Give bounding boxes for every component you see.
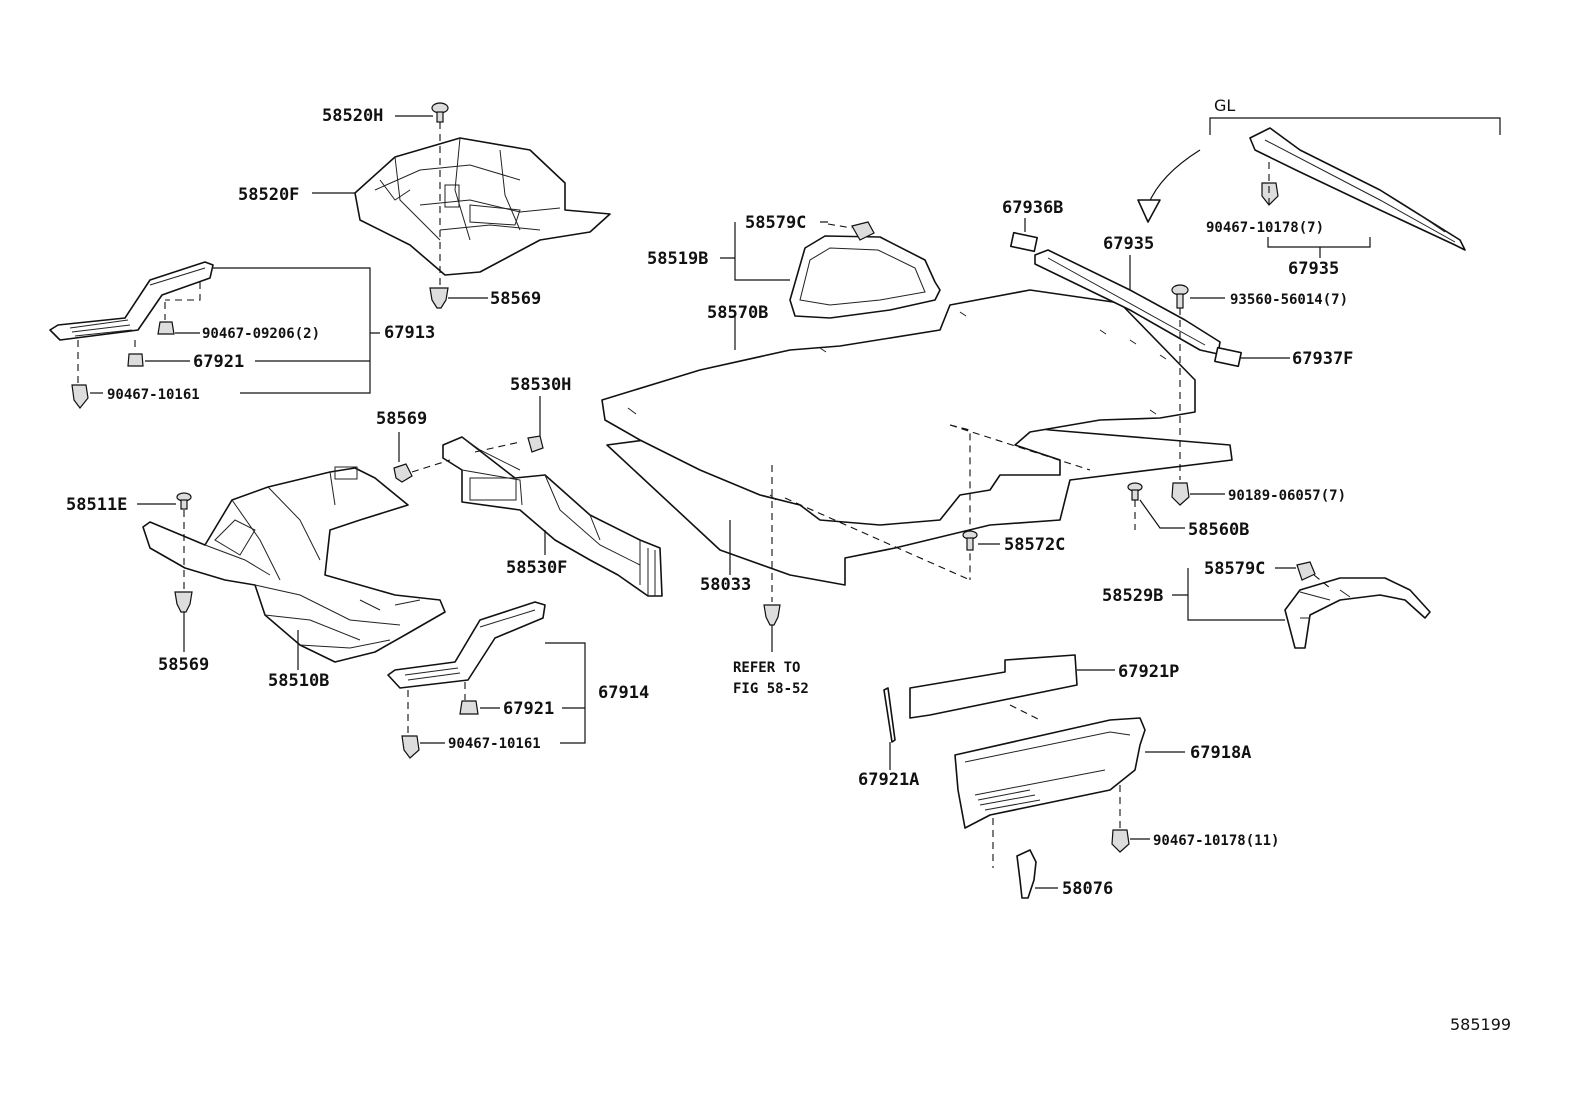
label-67914: 67914 (598, 683, 649, 703)
clip-58511e-icon (176, 492, 192, 510)
clip-refer-icon (763, 604, 781, 626)
floor-mat-58570b (601, 289, 1196, 526)
label-58519b: 58519B (647, 249, 708, 269)
cover-58529b (1284, 577, 1431, 649)
label-67935-right: 67935 (1288, 259, 1339, 279)
pad-67921p (909, 654, 1078, 719)
clip-58572c-icon (962, 530, 978, 551)
label-58510b: 58510B (268, 671, 329, 691)
scuff-plate-67913 (49, 261, 214, 341)
label-90467-10178-7: 90467-10178(7) (1206, 220, 1324, 236)
diagram-number: 585199 (1450, 1015, 1511, 1034)
label-67918a: 67918A (1190, 743, 1251, 763)
screw-93560-56014-icon (1171, 284, 1189, 309)
label-58579c-right: 58579C (1204, 559, 1265, 579)
label-90467-10161-left: 90467-10161 (107, 387, 200, 403)
label-58579c-top: 58579C (745, 213, 806, 233)
label-67921-left: 67921 (193, 352, 244, 372)
label-58520f: 58520F (238, 185, 299, 205)
clip-58520h-icon (431, 102, 449, 123)
label-93560-56014: 93560-56014(7) (1230, 292, 1348, 308)
clip-90467-10161-left-icon (71, 384, 89, 409)
label-67935-center: 67935 (1103, 234, 1154, 254)
label-67913: 67913 (384, 323, 435, 343)
label-67937f: 67937F (1292, 349, 1353, 369)
label-67921p: 67921P (1118, 662, 1179, 682)
strip-67921a-icon (883, 687, 896, 743)
clip-58569-mid-icon (393, 463, 413, 483)
tray-67918a (954, 717, 1146, 829)
bolt-58579c-right-icon (1296, 561, 1316, 581)
clip-90467-10178-7-icon (1261, 182, 1279, 206)
label-58076: 58076 (1062, 879, 1113, 899)
rail-67935-right (1249, 127, 1466, 251)
floor-silencer-58520f (354, 137, 611, 276)
label-90467-09206: 90467-09206(2) (202, 326, 320, 342)
clip-58560b-icon (1127, 482, 1143, 501)
label-58570b: 58570B (707, 303, 768, 323)
clip-58569-bottom-icon (174, 591, 193, 613)
label-gl: GL (1214, 96, 1235, 115)
label-58569-bottom: 58569 (158, 655, 209, 675)
label-58520h: 58520H (322, 106, 383, 126)
clip-90467-09206-icon (157, 321, 175, 335)
label-58529b: 58529B (1102, 586, 1163, 606)
label-90467-10161-mid: 90467-10161 (448, 736, 541, 752)
scuff-plate-67914 (387, 601, 546, 689)
bracket-58076-icon (1016, 849, 1037, 899)
nut-90189-06057-icon (1171, 482, 1190, 506)
floor-silencer-58510b (142, 466, 446, 663)
label-58511e: 58511E (66, 495, 127, 515)
pad-67936b-icon (1010, 231, 1038, 253)
clip-58569-top-icon (429, 287, 449, 309)
gl-bracket (1209, 117, 1501, 135)
clip-90467-10161-mid-icon (401, 735, 420, 759)
label-58572c: 58572C (1004, 535, 1065, 555)
clip-67921-mid-icon (459, 700, 479, 715)
label-58569-mid: 58569 (376, 409, 427, 429)
pad-67937f-icon (1214, 346, 1242, 368)
label-refer-line1: REFER TO (733, 660, 800, 676)
label-58530f: 58530F (506, 558, 567, 578)
clip-90467-10178-11-icon (1111, 829, 1130, 853)
clip-58530h-icon (527, 435, 544, 453)
label-58560b: 58560B (1188, 520, 1249, 540)
clip-67921-left-icon (127, 353, 144, 367)
label-67921a: 67921A (858, 770, 919, 790)
label-refer-line2: FIG 58-52 (733, 681, 809, 697)
label-58530h: 58530H (510, 375, 571, 395)
label-67936b: 67936B (1002, 198, 1063, 218)
label-58569-top: 58569 (490, 289, 541, 309)
bolt-58579c-top-icon (851, 221, 875, 241)
gl-arrow-icon (1137, 199, 1161, 223)
label-90467-10178-11: 90467-10178(11) (1153, 833, 1279, 849)
label-67921-mid: 67921 (503, 699, 554, 719)
label-58033: 58033 (700, 575, 751, 595)
label-90189-06057: 90189-06057(7) (1228, 488, 1346, 504)
tunnel-silencer-58530f (442, 436, 663, 597)
cover-58519b (789, 235, 941, 319)
